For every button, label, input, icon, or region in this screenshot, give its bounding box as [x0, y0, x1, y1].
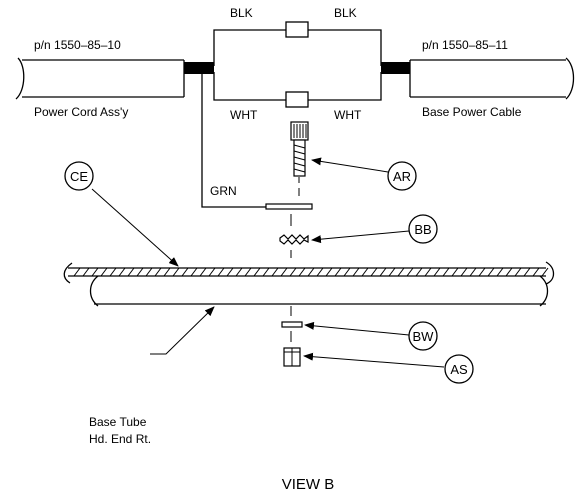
blk-wire	[213, 21, 382, 66]
svg-text:AR: AR	[393, 169, 411, 184]
hatch-line	[307, 267, 315, 277]
callout-ar: AR	[387, 161, 417, 191]
hatch-line	[181, 267, 189, 277]
hatch-line	[280, 267, 288, 277]
base-tube	[63, 261, 555, 307]
hatch-line	[172, 267, 180, 277]
wht-wire	[213, 72, 382, 108]
hatch-line	[424, 267, 432, 277]
hatch-line	[469, 267, 477, 277]
callout-as: AS	[444, 354, 474, 384]
nut-as	[283, 347, 301, 367]
label-base-tube: Base Tube	[89, 415, 147, 429]
label-blk-left: BLK	[230, 6, 253, 20]
hatch-line	[541, 267, 549, 277]
hatch-line	[190, 267, 198, 277]
leader-bw	[304, 321, 410, 336]
label-left-part-number: p/n 1550–85–10	[34, 38, 121, 52]
screw-ar	[290, 121, 309, 196]
hatch-line	[334, 267, 342, 277]
hatch-line	[325, 267, 333, 277]
label-grn: GRN	[210, 184, 237, 198]
hatch-line	[451, 267, 459, 277]
callout-bb: BB	[408, 214, 438, 244]
label-power-cord: Power Cord Ass'y	[34, 105, 128, 119]
hatch-line	[163, 267, 171, 277]
hatch-line	[316, 267, 324, 277]
hatch-line	[154, 267, 162, 277]
hatch-line	[262, 267, 270, 277]
leader-as	[303, 352, 445, 368]
power-cord-cable	[15, 57, 214, 100]
hatch-line	[397, 267, 405, 277]
hatch-line	[244, 267, 252, 277]
hatch-line	[298, 267, 306, 277]
label-hd-end: Hd. End Rt.	[89, 432, 151, 446]
leader-ar	[311, 157, 389, 173]
callout-bw: BW	[408, 321, 438, 351]
hatch-line	[388, 267, 396, 277]
hatch-line	[487, 267, 495, 277]
hatch-line	[343, 267, 351, 277]
callout-ce: CE	[64, 161, 94, 191]
leader-bb	[311, 230, 410, 244]
hatch-line	[514, 267, 522, 277]
washer-bw	[281, 306, 303, 342]
view-title: VIEW B	[282, 476, 335, 493]
hatch-line	[127, 267, 135, 277]
hatch-line	[496, 267, 504, 277]
leader-ce	[91, 188, 179, 267]
label-base-power-cable: Base Power Cable	[422, 105, 522, 119]
hatch-line	[208, 267, 216, 277]
hatch-line	[532, 267, 540, 277]
hatch-line	[460, 267, 468, 277]
hatch-line	[100, 267, 108, 277]
hatch-line	[217, 267, 225, 277]
hatch-line	[73, 267, 81, 277]
hatch-line	[433, 267, 441, 277]
hatch-line	[226, 267, 234, 277]
hatch-line	[442, 267, 450, 277]
hatch-line	[478, 267, 486, 277]
hatch-line	[370, 267, 378, 277]
svg-text:BB: BB	[414, 222, 431, 237]
label-blk-right: BLK	[334, 6, 357, 20]
label-right-part-number: p/n 1550–85–11	[422, 38, 508, 52]
hatch-line	[505, 267, 513, 277]
hatch-line	[136, 267, 144, 277]
hatch-line	[271, 267, 279, 277]
hatch-line	[235, 267, 243, 277]
svg-text:CE: CE	[70, 169, 88, 184]
label-wht-right: WHT	[334, 108, 362, 122]
hatch-line	[118, 267, 126, 277]
leader-base-tube	[150, 306, 215, 355]
hatch-line	[415, 267, 423, 277]
hatch-line	[379, 267, 387, 277]
star-washer-bb	[279, 214, 309, 258]
label-wht-left: WHT	[230, 108, 258, 122]
hatch-line	[109, 267, 117, 277]
base-power-cable	[381, 57, 575, 100]
hatch-line	[361, 267, 369, 277]
hatch-line	[253, 267, 261, 277]
svg-text:BW: BW	[413, 329, 435, 344]
hatch-line	[523, 267, 531, 277]
svg-text:AS: AS	[450, 362, 468, 377]
hatch-line	[82, 267, 90, 277]
hatch-line	[406, 267, 414, 277]
hatch-line	[289, 267, 297, 277]
grn-wire	[201, 74, 313, 210]
hatch-line	[91, 267, 99, 277]
hatch-line	[352, 267, 360, 277]
hatch-line	[199, 267, 207, 277]
hatch-line	[145, 267, 153, 277]
